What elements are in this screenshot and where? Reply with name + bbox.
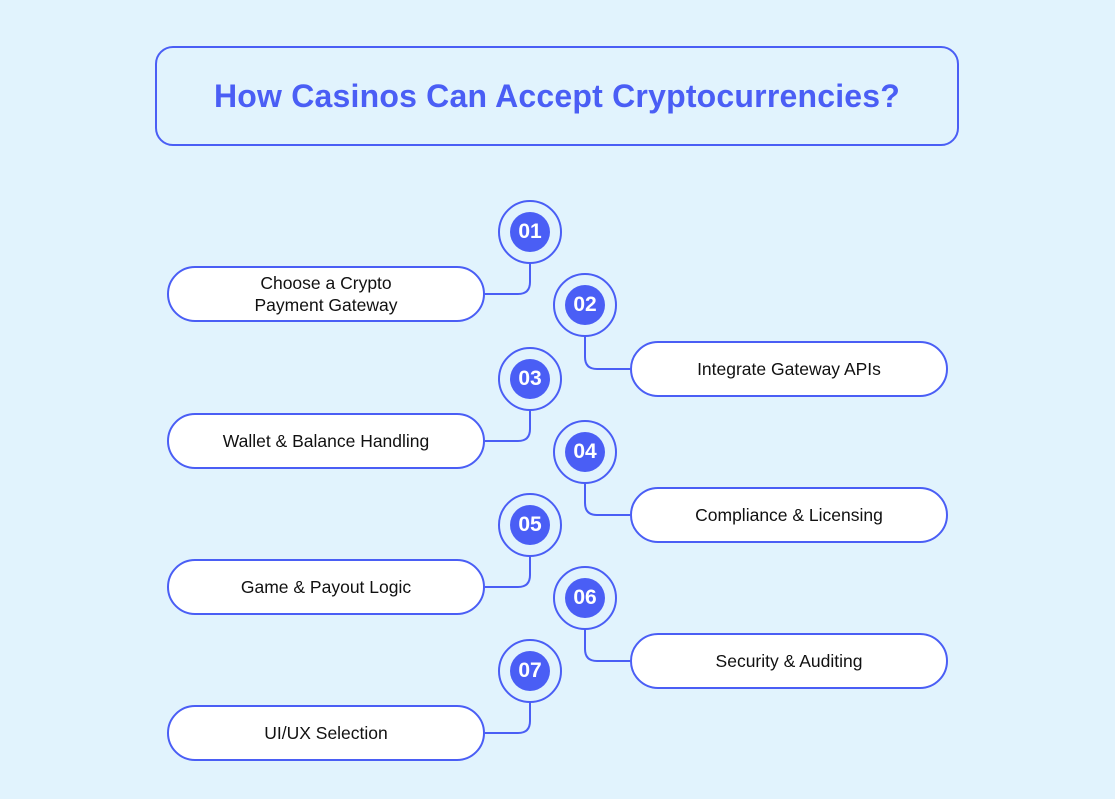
step-07-label: UI/UX Selection <box>264 723 388 743</box>
step-06-connector <box>584 629 630 662</box>
step-06-badge: 06 <box>565 578 605 618</box>
step-03-label: Wallet & Balance Handling <box>222 431 430 451</box>
step-02-pill: Integrate Gateway APIs <box>630 341 948 397</box>
step-02-connector <box>584 336 630 370</box>
step-05-badge: 05 <box>510 505 550 545</box>
page-title: How Casinos Can Accept Cryptocurrencies? <box>213 77 901 114</box>
step-01-pill: Choose a Crypto Payment Gateway <box>167 266 485 322</box>
step-04-pill: Compliance & Licensing <box>630 487 948 543</box>
step-04-connector <box>584 483 630 516</box>
step-06-pill: Security & Auditing <box>630 633 948 689</box>
step-01-badge: 01 <box>510 212 550 252</box>
step-06-label: Security & Auditing <box>715 651 863 671</box>
step-03-pill: Wallet & Balance Handling <box>167 413 485 469</box>
step-07-pill: UI/UX Selection <box>167 705 485 761</box>
step-07-badge: 07 <box>510 651 550 691</box>
title-box: How Casinos Can Accept Cryptocurrencies? <box>155 46 959 146</box>
step-01-connector <box>485 263 531 295</box>
step-02-label: Integrate Gateway APIs <box>697 359 881 379</box>
step-07-connector <box>485 702 531 734</box>
step-05-label: Game & Payout Logic <box>240 577 412 597</box>
step-01-label: Choose a Crypto Payment Gateway <box>254 273 398 315</box>
step-04-badge: 04 <box>565 432 605 472</box>
step-03-connector <box>485 410 531 442</box>
step-02-badge: 02 <box>565 285 605 325</box>
step-05-pill: Game & Payout Logic <box>167 559 485 615</box>
step-05-connector <box>485 556 531 588</box>
step-03-badge: 03 <box>510 359 550 399</box>
step-04-label: Compliance & Licensing <box>695 505 883 525</box>
